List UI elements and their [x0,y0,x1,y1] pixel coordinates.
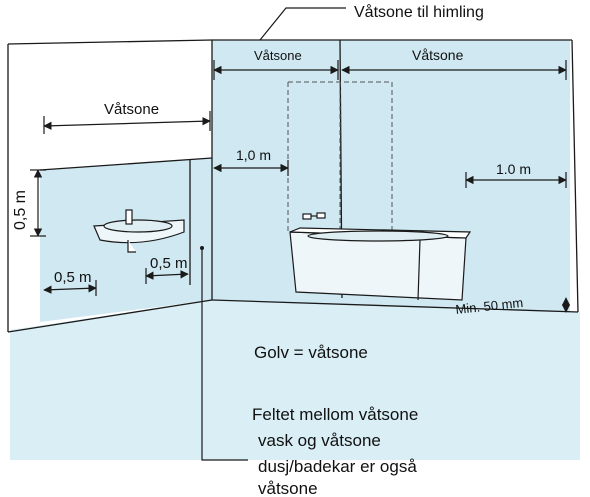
note-line-2: vask og våtsone [258,431,381,450]
label-ceiling: Våtsone til himling [354,3,484,21]
label-dim-height: 0,5 m [12,190,29,230]
label-dim-sink-left: 0,5 m [54,269,92,286]
note-line-4: våtsone [258,479,318,497]
label-floor: Golv = våtsone [254,343,368,362]
label-zone-right: Våtsone [412,47,464,63]
bathtub [289,227,472,301]
note-line-1: Feltet mellom våtsone [252,405,418,424]
label-min-height: Min. 50 mm [455,295,524,317]
floor-area [10,298,580,460]
label-dim-sink-right: 0,5 m [150,255,188,272]
note-leader-dot [200,246,204,250]
tub-faucet-icon [302,212,326,220]
sink [93,209,185,253]
dim-arrow-sink-left [43,284,97,294]
dim-arrow-sink-right [145,270,189,280]
note-line-3: dusj/badekar er også [258,457,417,476]
dim-arrow-zone-left [43,117,211,130]
label-dim-tub: 1.0 m [496,161,531,177]
label-zone-mid: Våtsone [254,48,302,63]
note-leader-line [201,248,248,461]
ceiling-leader-line [259,7,346,41]
label-dim-shower: 1,0 m [236,147,271,163]
label-zone-left: Våtsone [104,101,159,118]
